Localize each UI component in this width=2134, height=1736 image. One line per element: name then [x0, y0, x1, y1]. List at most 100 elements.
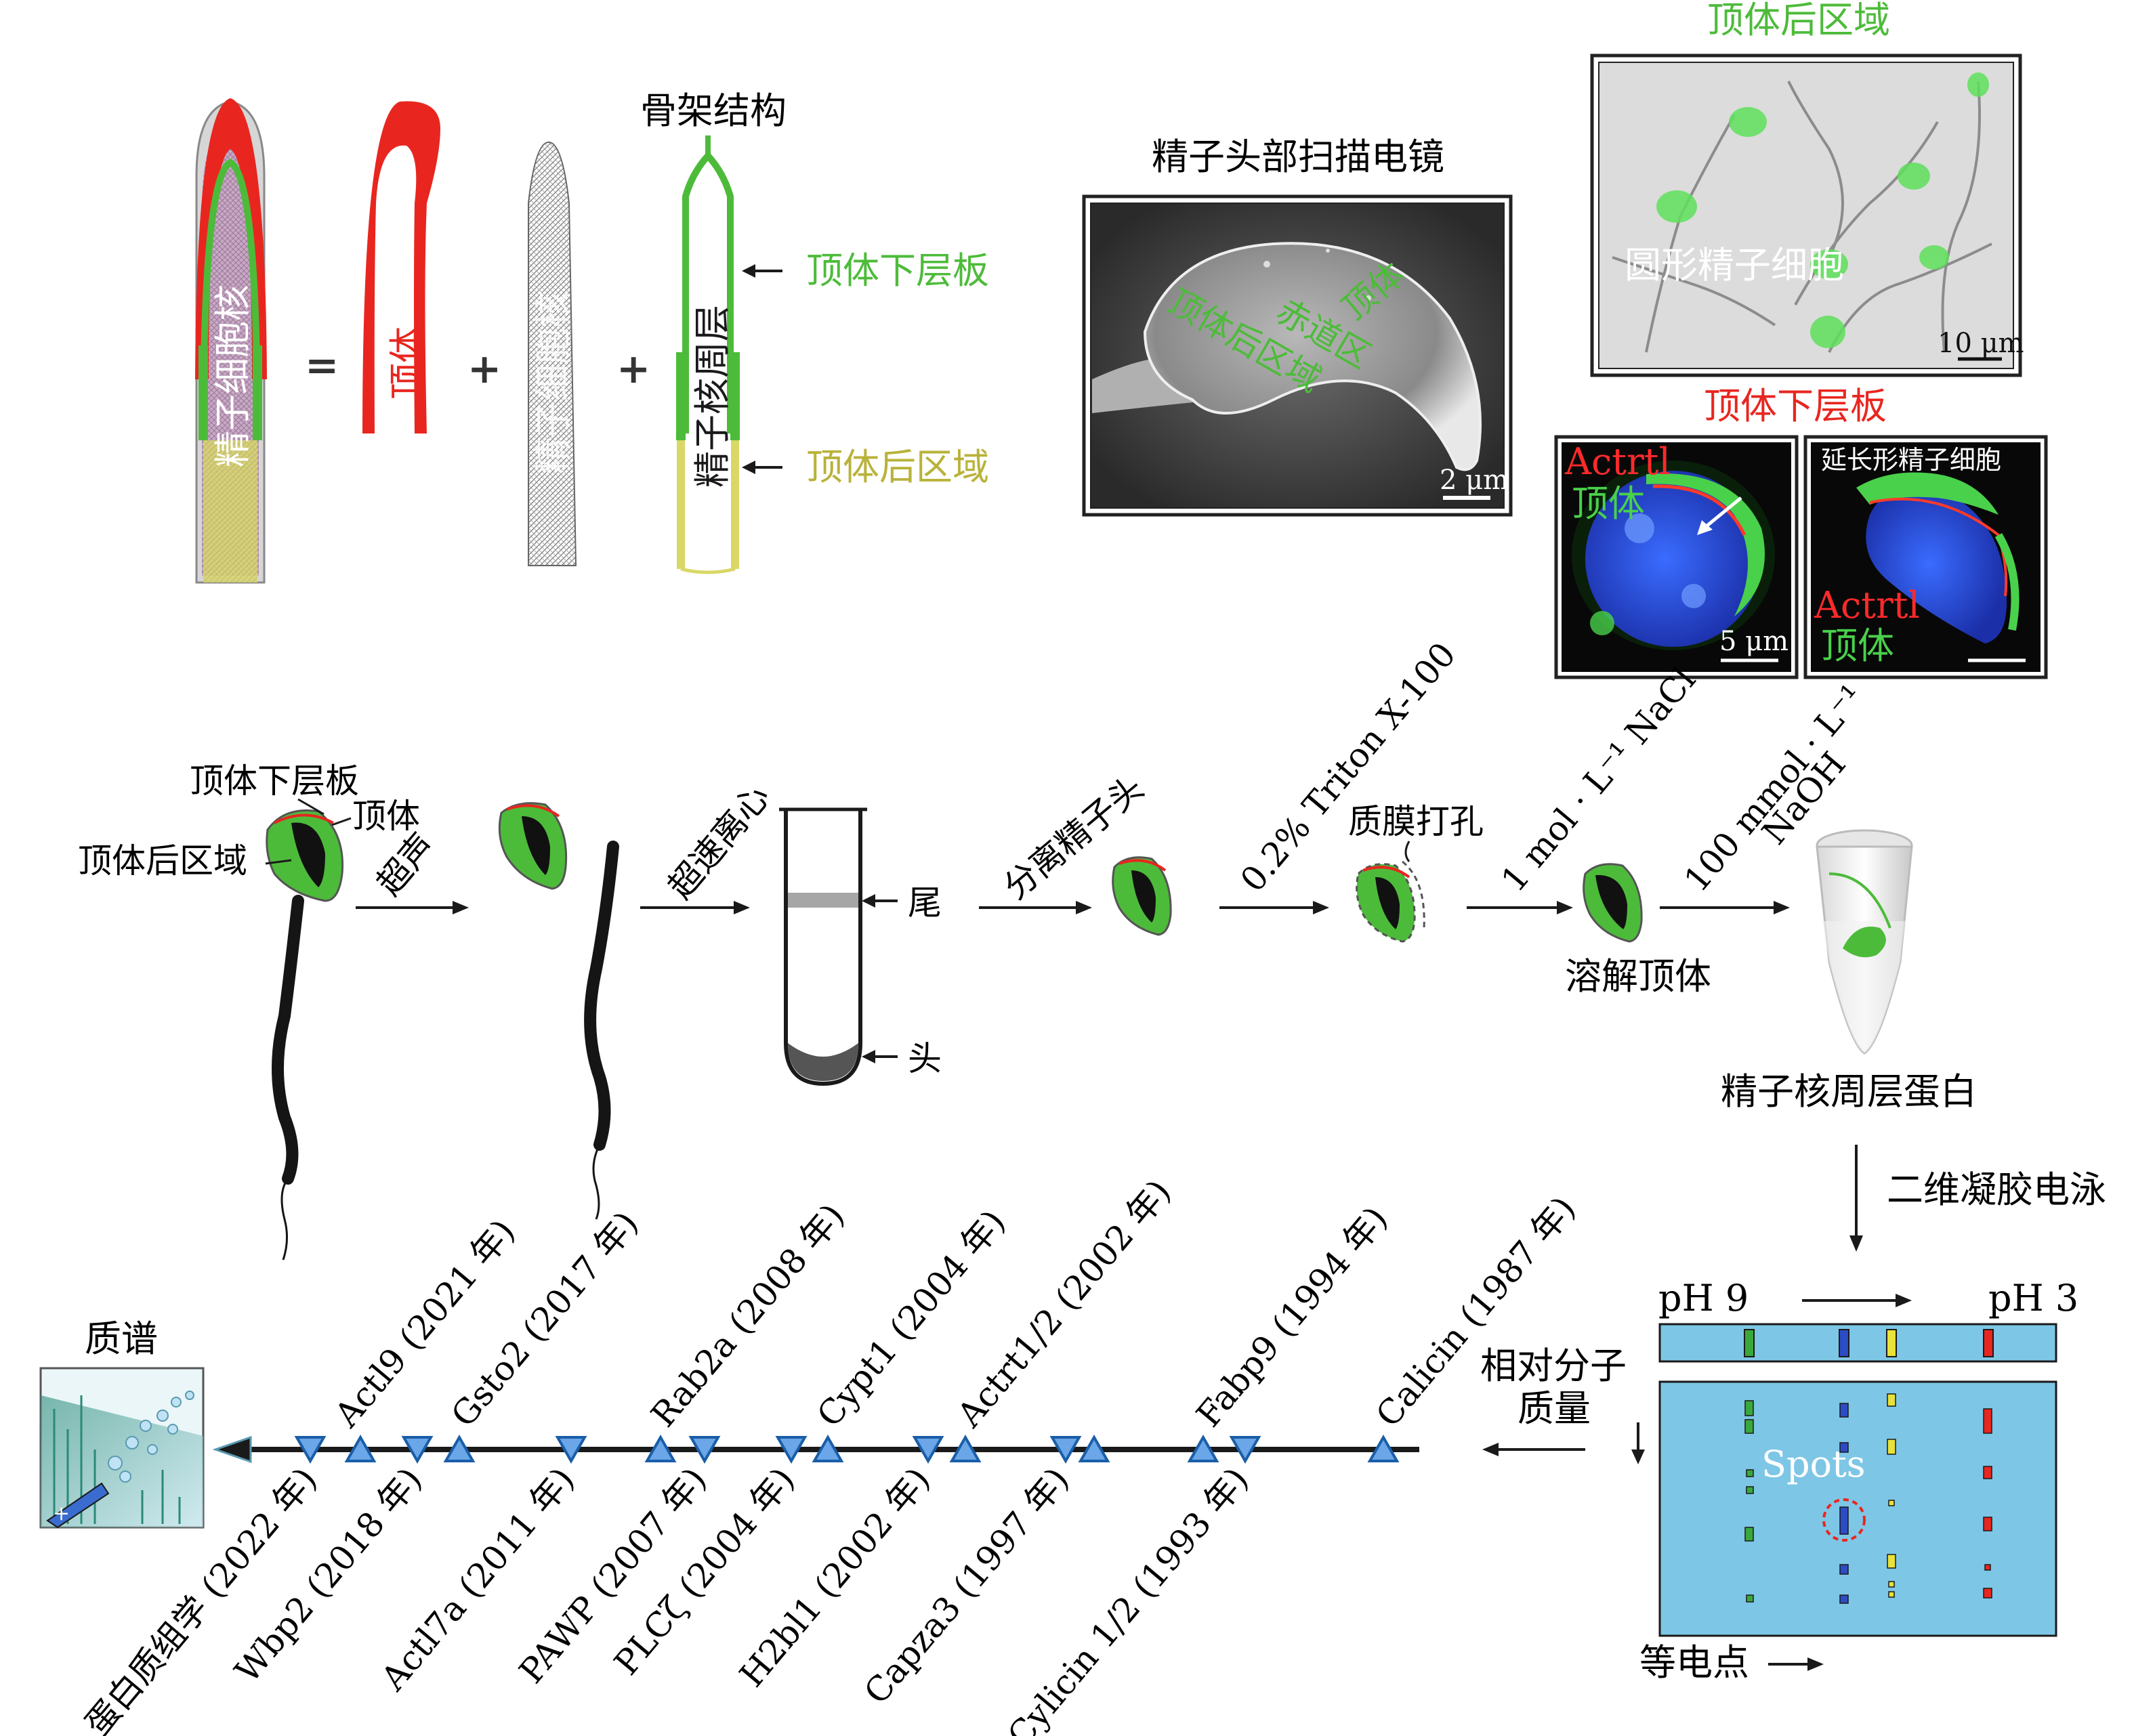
- fluor-panels: 顶体下层板 Actrtl 顶体 5 μm 延长形精子细胞 Actrt: [1554, 385, 2048, 679]
- sperm-head-3: [1112, 856, 1172, 936]
- spot-highlight: [1822, 1498, 1866, 1542]
- nucleus-drawing: [528, 141, 577, 566]
- sem-scale-text: 2 μm: [1440, 465, 1509, 496]
- tri-down: [294, 1436, 327, 1464]
- round-label: 圆形精子细胞: [1625, 244, 1844, 287]
- timeline-top-5: Fabp9 (1994 年): [1189, 1199, 1396, 1435]
- ms-icon: +: [39, 1367, 205, 1529]
- step-membrane: 质膜打孔: [1348, 802, 1484, 841]
- svg-text:+: +: [53, 1502, 70, 1525]
- equals-sign: =: [305, 342, 339, 389]
- step-electrophoresis: 二维凝胶电泳: [1887, 1168, 2106, 1211]
- gel-ph-left: pH 9: [1658, 1277, 1749, 1319]
- sperm-2-drawing: [498, 802, 619, 1220]
- centrifuge-tube: [779, 807, 898, 1086]
- tri-down: [912, 1436, 944, 1464]
- timeline-triangles: [294, 1434, 1400, 1464]
- tube-label-head: 头: [908, 1039, 942, 1078]
- round-scale-text: 10 μm: [1938, 328, 2024, 359]
- acrosome-drawing: [362, 101, 440, 433]
- subacrosomal-label: 顶体下层板: [806, 249, 989, 292]
- composite-head-drawing: [195, 98, 267, 584]
- gel-isoelectric-arrow: [1768, 1657, 1824, 1671]
- tri-up: [1367, 1434, 1400, 1462]
- sperm-head-5: [1583, 863, 1643, 943]
- gel-panel: pH 9 pH 3: [1480, 1277, 2078, 1684]
- skeleton-drawing: [676, 135, 740, 574]
- fluor-title: 顶体下层板: [1704, 385, 1887, 427]
- sperm-1-drawing: [266, 809, 344, 1261]
- fluor-left-scale: 5 μm: [1719, 626, 1788, 657]
- fluor-left-actrtl: Actrtl: [1564, 440, 1671, 483]
- step-nacl: 1 mol · L⁻¹ NaCl: [1494, 660, 1703, 899]
- arrow-ultrasound: [356, 901, 469, 914]
- tri-up: [1078, 1434, 1110, 1462]
- arrow-electrophoresis: [1849, 1145, 1863, 1252]
- plus-sign-2: +: [616, 345, 650, 393]
- fluor-left-image: [1572, 461, 1775, 650]
- arrow-postacrosomal: [742, 461, 782, 474]
- tri-up: [344, 1434, 377, 1462]
- wf-label-subacrosomal: 顶体下层板: [190, 761, 359, 801]
- tri-up: [644, 1434, 677, 1462]
- sem-panel: 精子头部扫描电镜 顶体 赤道区 顶体后区域 2 μm: [1082, 135, 1513, 517]
- nucleus-label-2: 精子细胞核: [532, 291, 574, 474]
- skeleton-title: 骨架结构: [640, 89, 787, 132]
- nucleus-label: 精子细胞核: [211, 284, 254, 467]
- arrow-nacl: [1467, 901, 1573, 914]
- timeline-arrowhead: [212, 1435, 252, 1464]
- wf-label-postacrosomal: 顶体后区域: [78, 841, 247, 881]
- fluor-right-title: 延长形精子细胞: [1821, 445, 2001, 475]
- tri-down: [401, 1436, 434, 1464]
- tri-down: [688, 1436, 721, 1464]
- ms-label: 质谱: [85, 1317, 158, 1360]
- tri-up: [949, 1434, 982, 1462]
- fluor-right-image: [1856, 472, 2020, 643]
- gel-isoelectric-label: 等电点: [1639, 1641, 1749, 1684]
- tri-up: [1187, 1434, 1219, 1462]
- gel-mw-label-1: 相对分子: [1480, 1345, 1627, 1387]
- perinuclear-label: 精子核周层: [691, 305, 734, 488]
- step-ultracentrifuge: 超速离心: [661, 777, 778, 906]
- fluor-right-acrosome: 顶体: [1821, 624, 1894, 667]
- tri-up: [812, 1434, 844, 1462]
- tri-up: [443, 1434, 476, 1462]
- arrow-triton: [1219, 901, 1329, 914]
- protein-label: 精子核周层蛋白: [1721, 1070, 1977, 1113]
- wf-label-acrosome: 顶体: [352, 797, 420, 836]
- gel-strip: [1658, 1323, 2057, 1363]
- step-triton: 0.2% Triton X-100: [1233, 635, 1464, 899]
- step-dissolve: 溶解顶体: [1565, 955, 1711, 998]
- workflow-row: 顶体下层板 顶体 顶体后区域 超声 超速离心: [78, 635, 2106, 1261]
- sem-title: 精子头部扫描电镜: [1152, 135, 1444, 178]
- tri-down: [1049, 1436, 1082, 1464]
- gel-mw-arrow: [1631, 1422, 1645, 1464]
- round-green-spots: [1656, 72, 1989, 348]
- gel-spots: [1744, 1393, 1992, 1604]
- plus-sign-1: +: [467, 345, 501, 393]
- acrosome-label: 顶体: [386, 326, 429, 400]
- arrow-subacrosomal: [742, 264, 782, 278]
- sem-image: [1092, 242, 1482, 471]
- step-ultrasound: 超声: [369, 826, 443, 903]
- gel-spots-label: Spots: [1761, 1443, 1865, 1485]
- round-title: 顶体后区域: [1707, 0, 1890, 41]
- gel-ph-arrow: [1802, 1294, 1912, 1307]
- tube-label-tail: 尾: [908, 883, 942, 923]
- panel-a: 精子细胞核 = 顶体 + 精子细胞核 + 骨架结构 精子核周层 顶体下层板: [195, 89, 989, 584]
- gel-mw-label-2: 质量: [1518, 1387, 1591, 1430]
- arrow-separate: [979, 901, 1092, 914]
- arrow-naoh: [1660, 901, 1790, 914]
- timeline: 质谱 +: [39, 1172, 1583, 1736]
- sperm-head-4: [1356, 860, 1425, 943]
- eppendorf-tube: [1816, 829, 1913, 1055]
- tri-down: [775, 1436, 808, 1464]
- fluor-left-acrosome: 顶体: [1572, 482, 1645, 525]
- postacrosomal-label: 顶体后区域: [806, 446, 989, 488]
- gel-ph-right: pH 3: [1988, 1277, 2078, 1319]
- tri-down: [555, 1436, 587, 1464]
- fluor-right-actrtl: Actrtl: [1814, 584, 1920, 627]
- tri-down: [1229, 1436, 1261, 1464]
